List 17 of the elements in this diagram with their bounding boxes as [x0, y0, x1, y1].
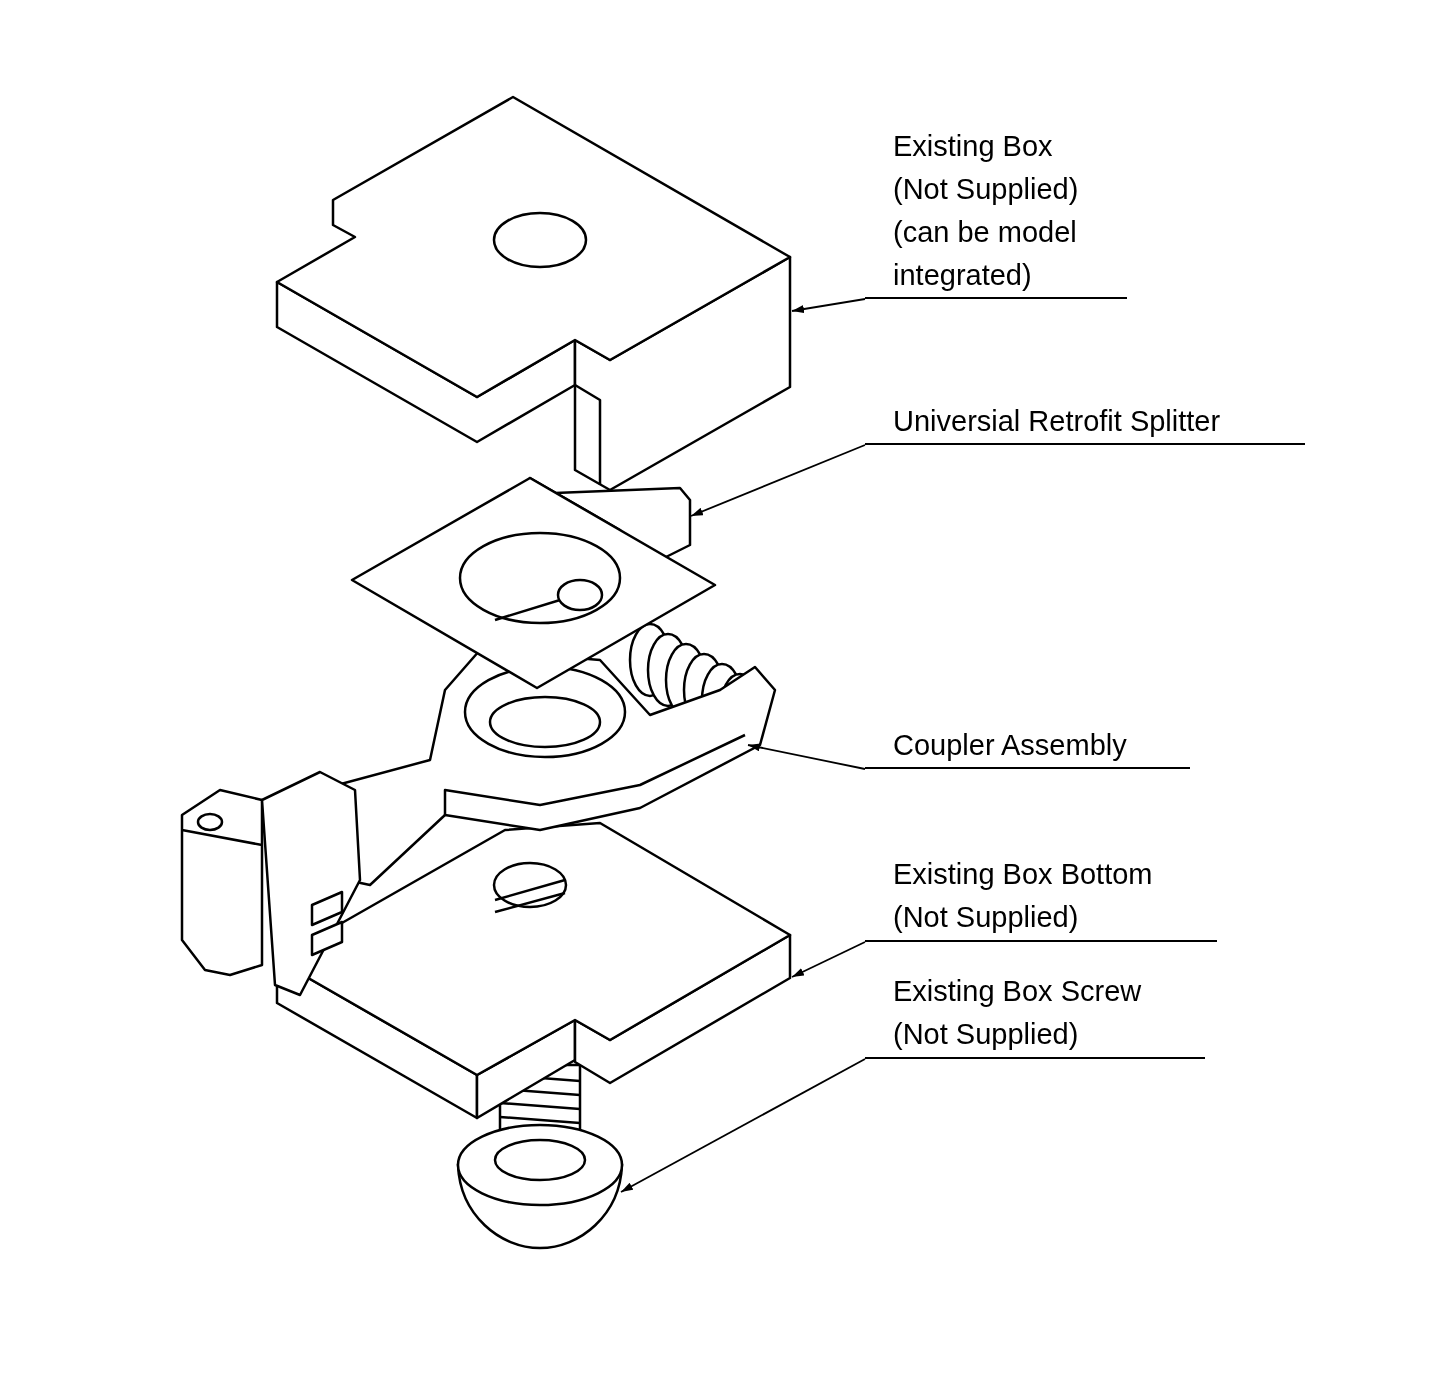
- splitter-plate-drawing: [350, 476, 717, 690]
- callout-text: Existing Box Screw: [893, 974, 1143, 1009]
- coupler-assembly-drawing: [180, 622, 777, 997]
- leader-line: [747, 743, 866, 770]
- box-drawing: [275, 95, 792, 492]
- callout-text: Existing Box: [893, 129, 1054, 164]
- leader-line: [690, 444, 866, 517]
- leader-line: [791, 941, 866, 978]
- leader-line: [791, 298, 866, 313]
- callout-text: (Not Supplied) (can be model integrated): [893, 172, 1080, 293]
- leader-line: [620, 1058, 866, 1193]
- callout-text: (Not Supplied): [893, 1017, 1080, 1052]
- callout-text: Coupler Assembly: [893, 728, 1128, 763]
- box-bottom-drawing: [275, 821, 792, 1120]
- callout-text: (Not Supplied): [893, 900, 1080, 935]
- callout-text: Universial Retrofit Splitter: [893, 404, 1222, 439]
- callout-text: Existing Box Bottom: [893, 857, 1154, 892]
